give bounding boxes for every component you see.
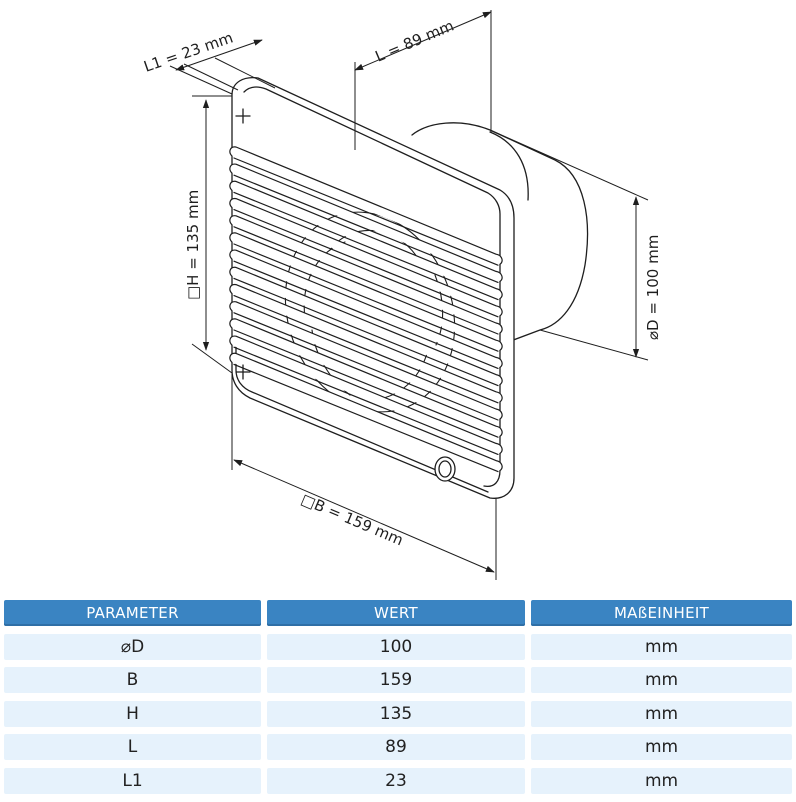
louvre-slat bbox=[229, 249, 503, 369]
l-dimension-line bbox=[354, 11, 492, 71]
switch-button bbox=[434, 456, 456, 482]
h-dimension-label: □H = 135 mm bbox=[184, 190, 202, 300]
row-unit: mm bbox=[531, 667, 792, 694]
fan-dimension-drawing: L1 = 23 mm L = 89 mm □H = 135 mm ⌀D = 10… bbox=[141, 10, 662, 580]
row-value: 100 bbox=[267, 633, 525, 660]
louvre-slat bbox=[229, 180, 503, 301]
parameter-table: PARAMETER WERT MAßEINHEIT ⌀D 100 mm B 15… bbox=[4, 600, 792, 802]
table-row: H 135 mm bbox=[4, 700, 792, 727]
row-value: 89 bbox=[267, 734, 525, 761]
cross-mark-top bbox=[235, 108, 251, 124]
louvre-slat bbox=[229, 146, 503, 266]
louvre-slat bbox=[229, 197, 503, 318]
row-unit: mm bbox=[531, 633, 792, 660]
row-parameter: ⌀D bbox=[4, 633, 261, 660]
louvre-slat bbox=[229, 232, 503, 352]
row-parameter: B bbox=[4, 667, 261, 694]
d-dimension-label: ⌀D = 100 mm bbox=[644, 235, 662, 340]
louvre-slat bbox=[229, 335, 503, 455]
louvres bbox=[229, 146, 503, 473]
row-parameter: L bbox=[4, 734, 261, 761]
cross-mark-bottom bbox=[235, 364, 251, 380]
louvre-slat bbox=[229, 301, 503, 421]
header-parameter: PARAMETER bbox=[4, 600, 261, 626]
louvre-slat bbox=[229, 163, 503, 283]
table-row: L 89 mm bbox=[4, 734, 792, 761]
row-unit: mm bbox=[531, 700, 792, 727]
row-value: 135 bbox=[267, 700, 525, 727]
b-dimension-label: □B = 159 mm bbox=[298, 490, 406, 549]
l-dimension-label: L = 89 mm bbox=[373, 16, 457, 65]
row-parameter: L1 bbox=[4, 767, 261, 794]
row-value: 23 bbox=[267, 767, 525, 794]
louvre-slat bbox=[229, 283, 503, 404]
table-row: B 159 mm bbox=[4, 667, 792, 694]
table-row: ⌀D 100 mm bbox=[4, 633, 792, 660]
row-value: 159 bbox=[267, 667, 525, 694]
louvre-slat bbox=[229, 318, 503, 438]
l1-dimension-label: L1 = 23 mm bbox=[141, 28, 235, 75]
table-header-row: PARAMETER WERT MAßEINHEIT bbox=[4, 600, 792, 626]
louvre-slat bbox=[229, 266, 503, 387]
table-row: L1 23 mm bbox=[4, 767, 792, 794]
row-unit: mm bbox=[531, 767, 792, 794]
louvre-slat bbox=[229, 352, 503, 473]
header-masseinheit: MAßEINHEIT bbox=[531, 600, 792, 626]
row-parameter: H bbox=[4, 700, 261, 727]
row-unit: mm bbox=[531, 734, 792, 761]
b-dimension-line bbox=[233, 459, 495, 573]
louvre-slat bbox=[229, 215, 503, 335]
header-wert: WERT bbox=[267, 600, 525, 626]
l1-dimension-line bbox=[175, 39, 263, 71]
